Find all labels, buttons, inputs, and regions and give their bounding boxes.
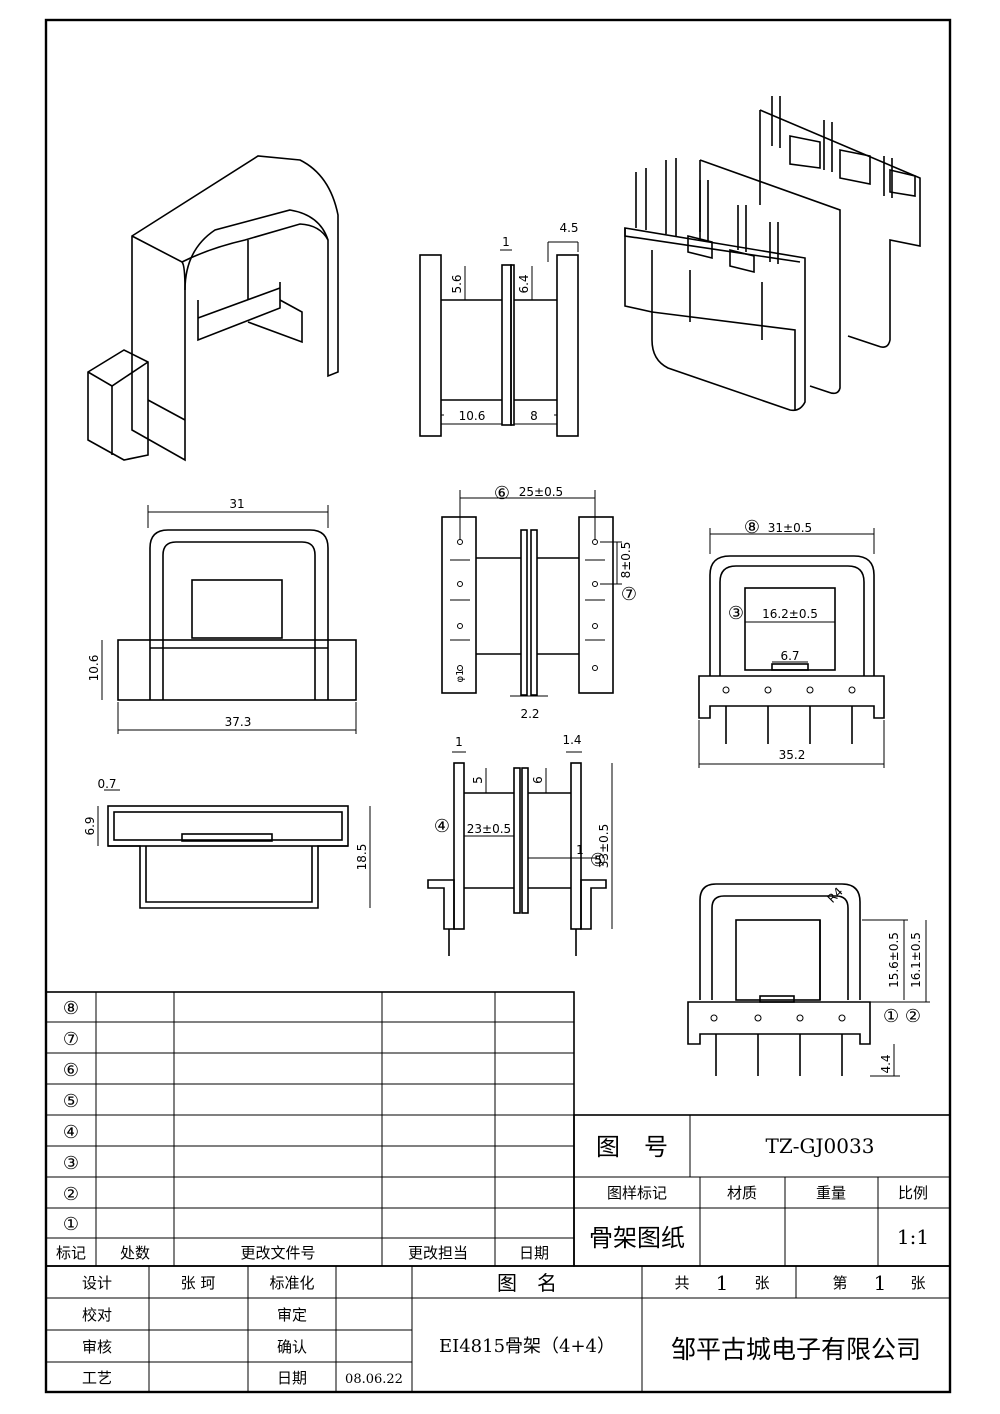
dim-spacing: 8±0.5 xyxy=(619,542,633,579)
right-front-view: ⑧ 31±0.5 ③ 16.2±0.5 6.7 35.2 xyxy=(698,517,885,768)
header-doc: 更改文件号 xyxy=(240,1244,315,1262)
dim-d1: 1 xyxy=(455,735,463,749)
drawing-no-label: 图 号 xyxy=(596,1133,668,1161)
approve-label: 审定 xyxy=(277,1306,307,1324)
design-label: 设计 xyxy=(82,1274,112,1292)
header-mark: 标记 xyxy=(56,1244,86,1262)
check-label: 校对 xyxy=(82,1306,112,1324)
header-count: 处数 xyxy=(120,1244,150,1262)
date-value: 08.06.22 xyxy=(345,1372,403,1387)
dim-height: 33±0.5 xyxy=(597,824,611,868)
header-sign: 更改担当 xyxy=(408,1244,468,1262)
weight-label: 重量 xyxy=(816,1184,846,1202)
dim-d2: 6.9 xyxy=(83,816,97,835)
sheets-total-prefix: 共 xyxy=(674,1274,689,1292)
dim-width: 31 xyxy=(229,497,244,511)
revision-marker: ⑧ xyxy=(63,998,79,1019)
dim-pin: 4.4 xyxy=(879,1054,893,1073)
scale-value: 1:1 xyxy=(897,1225,929,1249)
dim-d1: 0.7 xyxy=(97,777,116,791)
dim-d4: 6 xyxy=(531,776,545,784)
revision-marker: ⑥ xyxy=(63,1060,79,1081)
material-label: 材质 xyxy=(727,1184,757,1202)
date-label: 日期 xyxy=(277,1369,307,1387)
revision-marker: ④ xyxy=(63,1122,79,1143)
revision-marker: ③ xyxy=(63,1153,79,1174)
dim-radius: R4 xyxy=(825,885,846,906)
dim-d3: 5.6 xyxy=(450,274,464,293)
dim-window-marker: ③ xyxy=(728,603,744,624)
revision-marker: ① xyxy=(63,1214,79,1235)
scale-label: 比例 xyxy=(898,1184,928,1202)
dim-pitch-marker: ⑥ xyxy=(494,483,510,504)
designer: 张 珂 xyxy=(181,1274,216,1292)
dim-d3: 5 xyxy=(471,776,485,784)
bottom-view: 0.7 6.9 18.5 xyxy=(83,777,371,909)
name-label: 图 名 xyxy=(497,1271,557,1295)
isometric-view-assembly xyxy=(624,96,921,412)
dim-height: 10.6 xyxy=(87,655,101,682)
dim-window: 16.2±0.5 xyxy=(762,607,818,621)
dim-d6: 8 xyxy=(530,409,538,423)
doc-type: 骨架图纸 xyxy=(589,1224,685,1252)
dim-width-marker: ④ xyxy=(434,816,450,837)
sheet-no: 1 xyxy=(874,1271,887,1295)
part-name: EI4815骨架（4+4） xyxy=(439,1336,615,1357)
dim-h2: 16.1±0.5 xyxy=(909,932,923,988)
dim-width: 23±0.5 xyxy=(467,822,511,836)
header-date: 日期 xyxy=(519,1244,549,1262)
dim-d3: 18.5 xyxy=(355,844,369,871)
side-view-bottom: 1 1.4 5 6 ④ 23±0.5 33±0.5 1 ⑤ xyxy=(427,733,613,956)
dim-thin-marker: ⑤ xyxy=(590,850,606,871)
sheets-total: 1 xyxy=(716,1271,729,1295)
company-name: 邹平古城电子有限公司 xyxy=(671,1335,921,1364)
dim-thin: 1 xyxy=(576,843,584,857)
dim-width-marker: ⑧ xyxy=(744,517,760,538)
standard-label: 标准化 xyxy=(269,1274,314,1292)
dim-spacing-marker: ⑦ xyxy=(621,584,637,605)
process-label: 工艺 xyxy=(82,1369,112,1387)
revision-table: ⑧ ⑦ ⑥ ⑤ ④ ③ ② ① 标记 处数 更改文件号 更改担当 日期 xyxy=(45,991,575,1267)
dim-h1: 15.6±0.5 xyxy=(887,932,901,988)
right-side-view: R4 15.6±0.5 16.1±0.5 ① ② 4.4 xyxy=(687,883,930,1077)
sample-mark-label: 图样标记 xyxy=(607,1184,667,1202)
revision-marker: ⑦ xyxy=(63,1029,79,1050)
title-block: 图 号 TZ-GJ0033 图样标记 材质 重量 比例 骨架图纸 1:1 设计 … xyxy=(45,1114,951,1393)
dim-gap: 2.2 xyxy=(520,707,539,721)
revision-marker: ⑤ xyxy=(63,1091,79,1112)
dim-hole: φ1 xyxy=(455,670,466,683)
dim-d4: 6.4 xyxy=(517,274,531,293)
dim-base: 37.3 xyxy=(225,715,252,729)
sheet-no-prefix: 第 xyxy=(832,1274,847,1292)
front-view: 31 10.6 37.3 xyxy=(87,497,357,734)
dim-pitch: 25±0.5 xyxy=(519,485,563,499)
dim-width: 31±0.5 xyxy=(768,521,812,535)
dim-d1: 1 xyxy=(502,235,510,249)
pin-view: ⑥ 25±0.5 8±0.5 ⑦ φ1 2.2 xyxy=(441,483,637,721)
sheet-no-unit: 张 xyxy=(910,1274,925,1292)
sheets-unit: 张 xyxy=(754,1274,769,1292)
dim-slot: 6.7 xyxy=(780,649,799,663)
dim-markers: ① ② xyxy=(883,1006,921,1027)
dim-d5: 10.6 xyxy=(459,409,486,423)
dim-base: 35.2 xyxy=(779,748,806,762)
confirm-label: 确认 xyxy=(277,1338,307,1356)
dim-d2: 4.5 xyxy=(559,221,578,235)
review-label: 审核 xyxy=(82,1338,112,1356)
revision-marker: ② xyxy=(63,1184,79,1205)
isometric-view-frame xyxy=(87,155,339,462)
dim-d2: 1.4 xyxy=(562,733,581,747)
side-view-top: 1 4.5 5.6 6.4 10.6 8 xyxy=(419,221,579,437)
drawing-no: TZ-GJ0033 xyxy=(766,1134,875,1158)
